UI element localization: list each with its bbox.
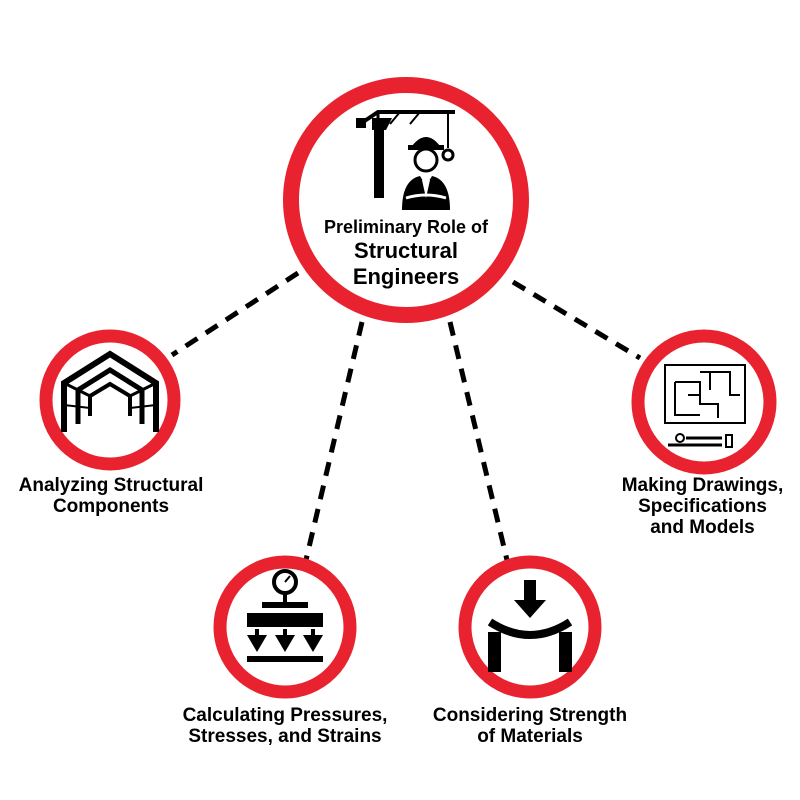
connector-calculating	[303, 321, 365, 561]
label-making-line-3: and Models	[650, 517, 755, 538]
label-calculating: Calculating Pressures, Stresses, and Str…	[160, 705, 410, 747]
beam-load-icon	[487, 580, 573, 672]
connector-analyzing	[170, 270, 300, 358]
node-ring-analyzing	[39, 329, 181, 471]
label-analyzing-line-1: Analyzing Structural	[18, 475, 204, 496]
label-analyzing: Analyzing Structural Components	[0, 475, 222, 517]
label-considering-line-1: Considering Strength	[432, 705, 628, 726]
connectors	[170, 270, 642, 561]
label-making-line-2: Specifications	[638, 496, 767, 517]
label-making-line-1: Making Drawings,	[621, 475, 784, 496]
center-title-line-1: Preliminary Role of	[323, 217, 489, 237]
connector-making	[511, 279, 642, 361]
blueprint-icon	[664, 364, 746, 448]
center-title-line-3: Engineers	[352, 264, 460, 289]
label-analyzing-line-2: Components	[52, 496, 170, 517]
crane-engineer-icon	[356, 110, 455, 210]
label-considering-line-2: of Materials	[477, 726, 583, 747]
label-considering: Considering Strength of Materials	[412, 705, 648, 747]
center-title-line-2: Structural	[354, 238, 458, 263]
label-calculating-line-2: Stresses, and Strains	[188, 726, 382, 747]
building-frame-icon	[61, 350, 159, 432]
connector-considering	[447, 321, 510, 561]
center-title: Preliminary Role of Structural Engineers	[300, 216, 512, 290]
label-making: Making Drawings, Specifications and Mode…	[605, 475, 800, 538]
pressure-gauge-icon	[247, 569, 323, 662]
node-ring-making	[631, 329, 777, 475]
label-calculating-line-1: Calculating Pressures,	[182, 705, 388, 726]
